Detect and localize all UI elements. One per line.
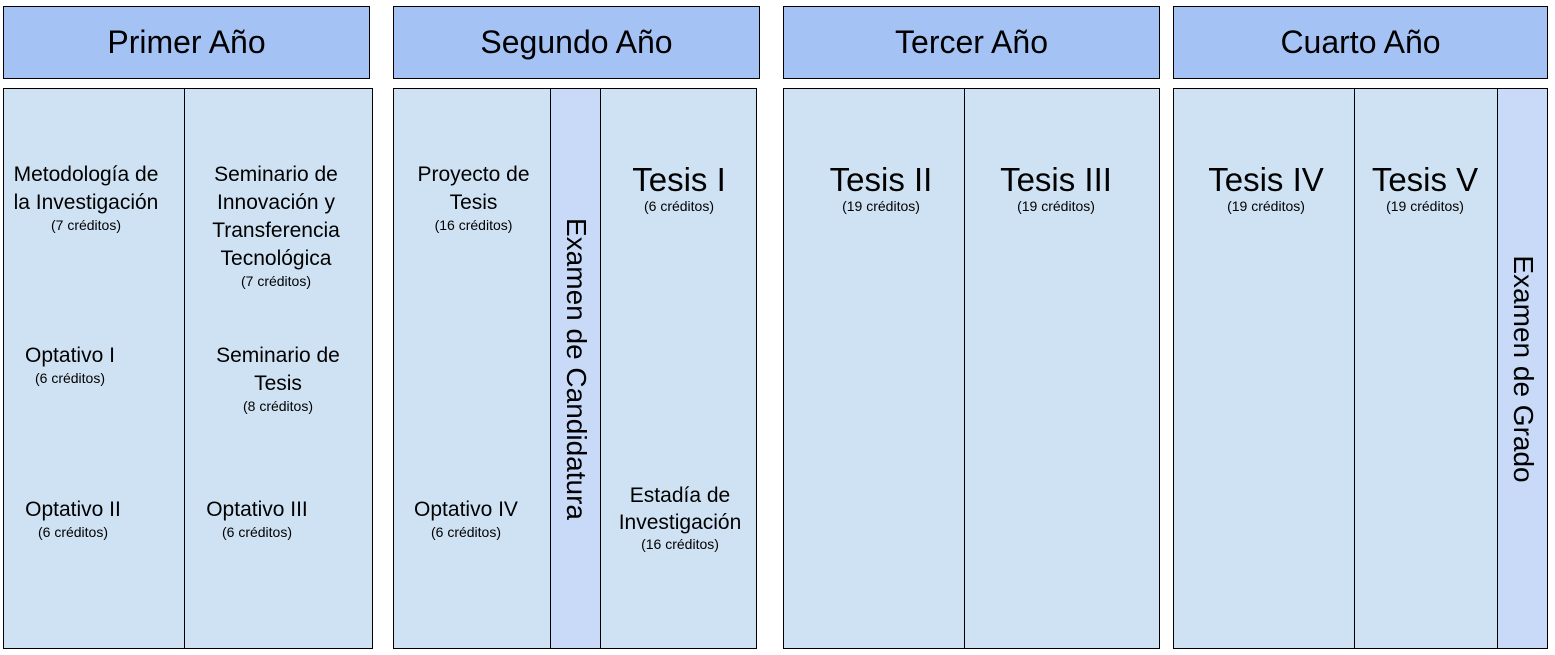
course-name: Seminario de Tesis [216,344,340,395]
year-title: Tercer Año [895,24,1048,60]
course-credits: (19 créditos) [1017,198,1095,214]
year-header-cuarto: Cuarto Año [1173,6,1548,79]
course-credits: (19 créditos) [1227,198,1305,214]
course-name: Tesis V [1371,161,1479,198]
year-header-tercer: Tercer Año [783,6,1160,79]
exam-grado-label: Examen de Grado [1507,254,1539,483]
course-name: Metodología de la Investigación [13,163,159,214]
course-credits: (6 créditos) [34,370,106,386]
column-divider [964,88,965,649]
column-divider [184,88,185,649]
course-credits: (7 créditos) [50,217,122,233]
year-title: Cuarto Año [1280,24,1441,60]
course-name: Optativo II [25,498,121,521]
year-panel-tercer [783,88,1160,649]
course-credits: (7 créditos) [240,273,312,289]
course-credits: (16 créditos) [434,217,513,233]
course-credits: (8 créditos) [242,398,314,414]
course-name: Seminario de Innovación y Transferencia … [212,163,340,270]
year-panel-cuarto [1173,88,1548,649]
course-tesis-5: Tesis V (19 créditos) [1358,161,1492,215]
course-name: Tesis II [829,161,933,198]
course-name: Tesis I [632,161,726,198]
course-credits: (19 créditos) [842,198,920,214]
year-title: Segundo Año [480,24,673,60]
course-name: Optativo I [25,344,115,367]
year-panel-primer [3,88,373,649]
year-header-segundo: Segundo Año [393,6,760,79]
course-credits: (19 créditos) [1386,198,1464,214]
course-credits: (6 créditos) [37,524,109,540]
column-divider [1354,88,1355,649]
course-tesis-1: Tesis I (6 créditos) [606,161,752,215]
year-header-primer: Primer Año [3,6,370,79]
course-optativo-4: Optativo IV (6 créditos) [398,496,534,540]
course-optativo-3: Optativo III (6 créditos) [190,496,324,540]
exam-candidatura-bar: Examen de Candidatura [550,88,601,649]
course-name: Optativo III [206,498,308,521]
course-name: Proyecto de Tesis [417,163,530,214]
course-credits: (6 créditos) [221,524,293,540]
year-title: Primer Año [107,24,266,60]
course-tesis-4: Tesis IV (19 créditos) [1184,161,1348,215]
course-name: Optativo IV [414,498,518,521]
course-credits: (16 créditos) [641,536,719,552]
course-metodologia: Metodología de la Investigación (7 crédi… [5,161,167,233]
course-tesis-2: Tesis II (19 créditos) [798,161,964,215]
course-name: Estadía de Investigación [618,484,742,534]
course-estadia: Estadía de Investigación (16 créditos) [603,482,757,552]
exam-grado-bar: Examen de Grado [1497,88,1548,649]
course-optativo-2: Optativo II (6 créditos) [10,496,136,540]
course-proyecto-tesis: Proyecto de Tesis (16 créditos) [398,161,549,233]
course-credits: (6 créditos) [430,524,502,540]
course-tesis-3: Tesis III (19 créditos) [966,161,1146,215]
course-seminario-tesis: Seminario de Tesis (8 créditos) [200,342,356,414]
course-name: Tesis III [1000,161,1112,198]
course-optativo-1: Optativo I (6 créditos) [10,342,130,386]
course-credits: (6 créditos) [643,198,715,214]
course-name: Tesis IV [1208,161,1324,198]
exam-candidatura-label: Examen de Candidatura [560,217,592,520]
course-seminario-innovacion: Seminario de Innovación y Transferencia … [196,161,356,289]
